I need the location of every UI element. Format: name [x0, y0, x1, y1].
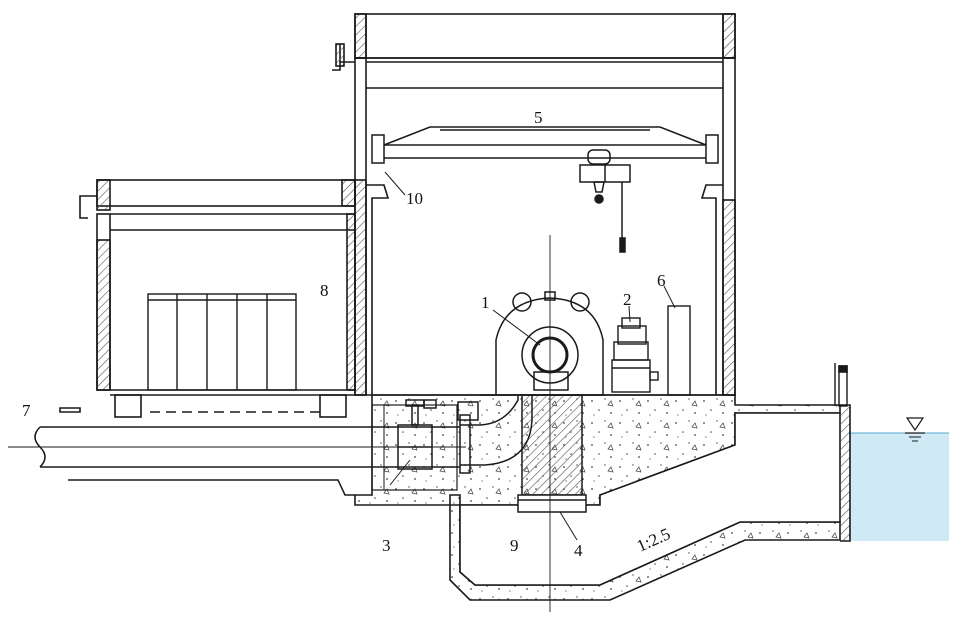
- label-2: 2: [623, 290, 632, 309]
- control-cabinet: [667, 305, 691, 396]
- gate-valve: [397, 399, 479, 470]
- water-body: [849, 432, 949, 541]
- label-5: 5: [534, 108, 543, 127]
- label-3: 3: [382, 536, 391, 555]
- pump-house-building: [332, 13, 736, 396]
- label-4: 4: [574, 541, 583, 560]
- label-9: 9: [510, 536, 519, 555]
- pump-unit: [480, 291, 605, 396]
- switchgear-cabinet: [147, 293, 297, 391]
- pump-pier: [517, 394, 587, 513]
- water-level-icon: [905, 417, 925, 442]
- suction-elbow: [459, 395, 533, 474]
- label-10: 10: [406, 189, 423, 208]
- label-7: 7: [22, 401, 31, 420]
- leader-lines: [384, 171, 676, 541]
- label-8: 8: [320, 281, 329, 300]
- pump-motor: [611, 317, 659, 393]
- overhead-crane: [371, 126, 719, 253]
- ground-line: [68, 466, 372, 496]
- label-6: 6: [657, 271, 666, 290]
- label-1: 1: [481, 293, 490, 312]
- foundation: [354, 363, 851, 601]
